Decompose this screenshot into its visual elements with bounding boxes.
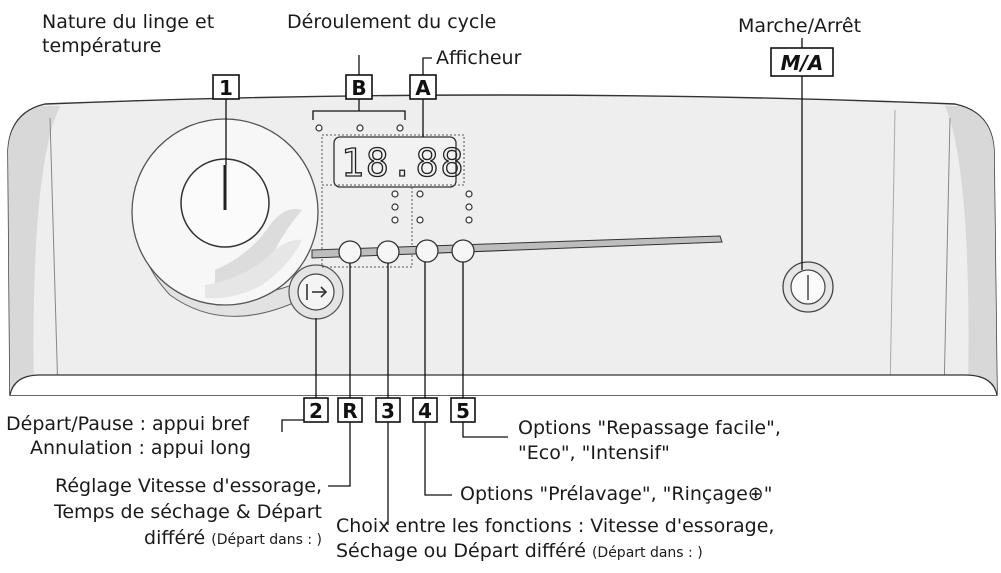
function-choice-button[interactable]	[376, 240, 400, 264]
label-choix-line1: Choix entre les fonctions : Vitesse d'es…	[336, 515, 774, 537]
display-window	[333, 136, 457, 188]
svg-text:4: 4	[418, 399, 432, 423]
label-reglage-line3: différé (Départ dans : )	[144, 527, 322, 549]
label-annulation: Annulation : appui long	[30, 437, 251, 459]
panel-right-inner-edge	[943, 117, 951, 396]
label-reglage-line2: Temps de séchage & Départ	[53, 501, 322, 523]
svg-text:1: 1	[219, 76, 233, 100]
callout-2: 2	[303, 397, 329, 423]
label-nature-line2: température	[42, 35, 161, 57]
svg-text:2: 2	[309, 399, 323, 423]
button-rail	[311, 235, 723, 259]
label-options-5-line2: "Eco", "Intensif"	[518, 442, 670, 464]
panel-left-inner-edge	[49, 117, 59, 396]
label-nature-line1: Nature du linge et	[42, 11, 214, 33]
svg-text:A: A	[415, 76, 431, 100]
panel-left-shade	[8, 106, 60, 395]
reglage-button[interactable]	[338, 240, 362, 264]
callout-b: B	[345, 74, 373, 100]
label-depart-pause: Départ/Pause : appui bref	[6, 413, 250, 435]
label-afficheur: Afficheur	[436, 47, 522, 69]
label-reglage-line1: Réglage Vitesse d'essorage,	[55, 475, 322, 497]
callout-a: A	[409, 74, 437, 100]
callout-ma: M/A	[770, 47, 834, 77]
display-digits: 18.88	[341, 141, 465, 185]
leader-lines	[225, 38, 803, 525]
reglage-zone-highlight	[321, 184, 413, 268]
callout-r: R	[337, 397, 363, 423]
panel-bottom-lip	[9, 374, 998, 396]
label-deroulement: Déroulement du cycle	[287, 11, 496, 33]
option-ironing-button[interactable]	[451, 239, 475, 263]
callout-4: 4	[412, 397, 438, 423]
callout-3: 3	[375, 397, 401, 423]
svg-text:R: R	[342, 399, 357, 423]
svg-text:M/A: M/A	[781, 51, 824, 75]
callout-5: 5	[450, 397, 476, 423]
label-options-5-line1: Options "Repassage facile",	[518, 417, 781, 439]
option-prewash-button[interactable]	[415, 239, 439, 263]
svg-text:3: 3	[381, 399, 395, 423]
panel-right-shade	[945, 106, 997, 395]
cycle-progress-leds	[315, 124, 404, 132]
dial-swoosh-2	[205, 239, 302, 299]
dial-swoosh	[215, 209, 302, 290]
option-leds	[391, 190, 473, 224]
label-choix-line2: Séchage ou Départ différé (Départ dans :…	[336, 540, 703, 562]
svg-text:B: B	[351, 76, 366, 100]
callout-1: 1	[212, 74, 240, 100]
svg-text:5: 5	[456, 399, 470, 423]
label-marche-arret: Marche/Arrêt	[738, 15, 861, 37]
start-pause-icon	[306, 284, 328, 300]
panel-right-inner-edge-2	[889, 109, 896, 396]
label-options-4: Options "Prélavage", "Rinçage⊕"	[460, 483, 772, 505]
